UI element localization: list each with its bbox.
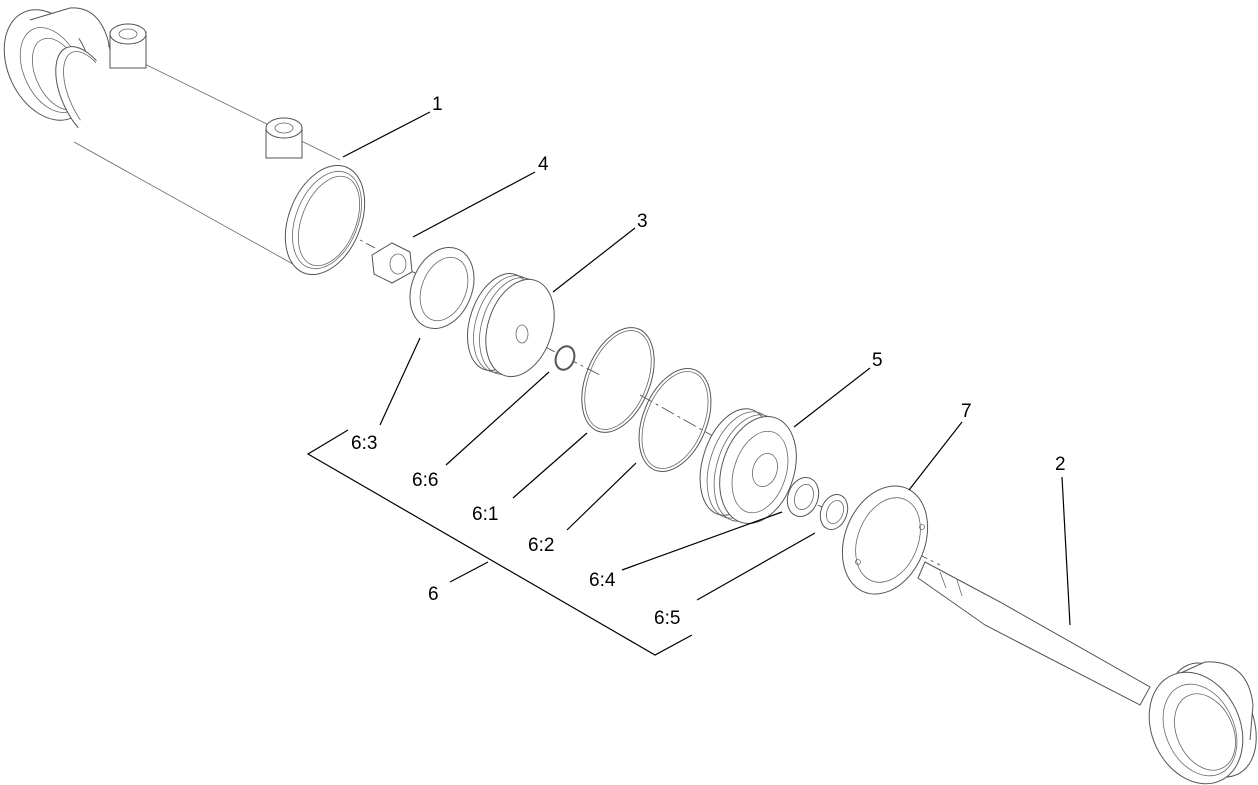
seal-ring-6-3 bbox=[409, 246, 475, 330]
callout-2: 2 bbox=[1055, 454, 1066, 475]
callout-7: 7 bbox=[961, 401, 972, 422]
group-6-bracket bbox=[306, 429, 693, 656]
callout-6-5: 6:5 bbox=[654, 608, 680, 629]
callout-6-6: 6:6 bbox=[412, 470, 438, 491]
seal-ring-6-2 bbox=[638, 368, 712, 472]
leader-lines bbox=[306, 111, 1071, 656]
seal-6-4 bbox=[786, 477, 820, 517]
callout-4: 4 bbox=[538, 154, 549, 175]
seal-ring-6-1 bbox=[581, 327, 655, 433]
callout-6-3: 6:3 bbox=[351, 433, 377, 454]
piston-part bbox=[467, 273, 555, 378]
callout-6-1: 6:1 bbox=[472, 504, 498, 525]
callout-6: 6 bbox=[428, 584, 439, 605]
callout-3: 3 bbox=[637, 211, 648, 232]
rod-part bbox=[917, 561, 1257, 785]
wiper-6-5 bbox=[819, 494, 849, 530]
callout-6-4: 6:4 bbox=[589, 570, 616, 591]
port-rear bbox=[109, 23, 147, 69]
callout-5: 5 bbox=[872, 350, 883, 371]
callout-6-2: 6:2 bbox=[528, 535, 554, 556]
nut-part bbox=[371, 242, 413, 284]
callout-1: 1 bbox=[432, 94, 443, 115]
barrel-part bbox=[3, 7, 366, 276]
collar-part bbox=[841, 485, 929, 595]
o-ring-6-6 bbox=[554, 345, 576, 371]
port-front bbox=[265, 117, 303, 159]
callouts: 1 4 3 5 7 2 6:3 6:6 6:1 6:2 6:4 6:5 6 bbox=[351, 94, 1066, 629]
head-part bbox=[699, 408, 797, 524]
